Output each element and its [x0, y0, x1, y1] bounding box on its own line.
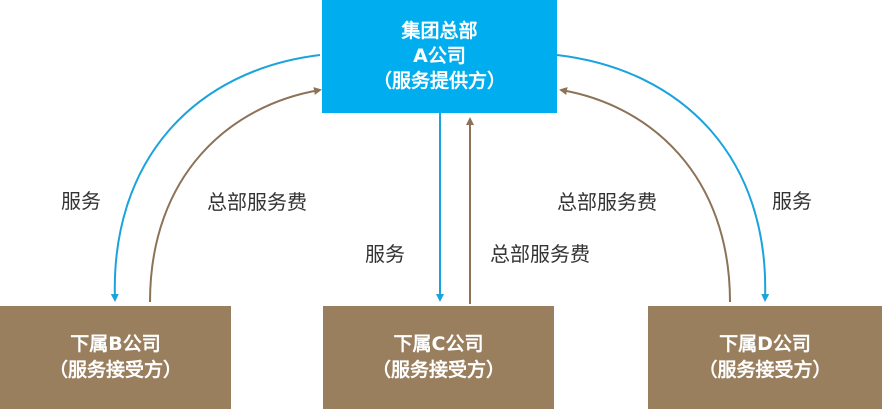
- node-b-role: （服务接受方）: [48, 358, 182, 381]
- node-company-c: 下属C公司 （服务接受方）: [323, 306, 554, 409]
- node-hq-role: （服务提供方）: [372, 70, 506, 93]
- arrow-service-hq-to-d: [556, 54, 770, 302]
- node-company-b: 下属B公司 （服务接受方）: [0, 306, 231, 409]
- node-d-role: （服务接受方）: [698, 358, 832, 381]
- node-c-role: （服务接受方）: [371, 358, 505, 381]
- edge-label-fee-b: 总部服务费: [207, 190, 307, 214]
- arrow-fee-d-to-hq: [559, 87, 731, 303]
- edge-label-service-c: 服务: [365, 242, 405, 266]
- node-company-d: 下属D公司 （服务接受方）: [648, 306, 882, 409]
- arrow-fee-b-to-hq: [149, 87, 322, 303]
- edge-label-fee-c: 总部服务费: [490, 242, 590, 266]
- node-d-company: 下属D公司: [719, 333, 811, 356]
- node-hq-title: 集团总部: [401, 19, 478, 42]
- node-hq-company-a: 集团总部 A公司 （服务提供方）: [322, 0, 557, 113]
- node-c-company: 下属C公司: [393, 333, 484, 356]
- arrow-service-hq-to-b: [110, 54, 321, 302]
- node-b-company: 下属B公司: [70, 333, 161, 356]
- edge-label-fee-d: 总部服务费: [557, 190, 657, 214]
- edge-label-service-b: 服务: [61, 189, 101, 213]
- node-hq-company: A公司: [413, 44, 466, 67]
- edge-label-service-d: 服务: [772, 189, 812, 213]
